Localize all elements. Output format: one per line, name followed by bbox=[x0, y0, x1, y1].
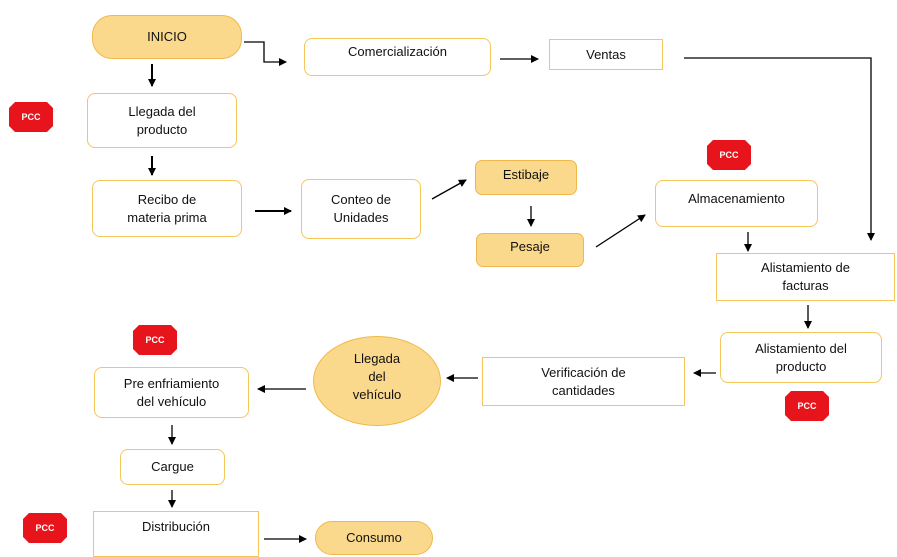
node-conteo-label: Conteo de Unidades bbox=[331, 192, 391, 225]
node-llegada-vehiculo-label: Llegada del vehículo bbox=[352, 351, 402, 402]
node-llegada-producto-label: Llegada del producto bbox=[128, 103, 196, 137]
pcc-badge-shape bbox=[9, 102, 53, 132]
node-consumo-label: Consumo bbox=[346, 530, 402, 545]
node-estibaje-label: Estibaje bbox=[502, 166, 550, 182]
pcc-badge-almacenamiento: PCC bbox=[707, 140, 751, 170]
node-inicio-label: INICIO bbox=[147, 29, 187, 44]
node-alistamiento-facturas-label: Alistamiento de facturas bbox=[761, 260, 850, 293]
node-verificacion-label: Verificación de cantidades bbox=[541, 364, 626, 398]
node-inicio: INICIO bbox=[92, 15, 242, 59]
pcc-badge-pre-enfriamiento: PCC bbox=[133, 325, 177, 355]
pcc-badge-llegada: PCC bbox=[9, 102, 53, 132]
node-consumo: Consumo bbox=[315, 521, 433, 555]
pcc-badge-distribucion: PCC bbox=[23, 513, 67, 543]
node-almacenamiento-label: Almacenamiento bbox=[688, 190, 785, 206]
node-ventas-label: Ventas bbox=[586, 46, 626, 62]
pcc-badge-label: PCC bbox=[35, 523, 55, 533]
node-comercializacion-label: Comercialización bbox=[348, 44, 447, 59]
node-comercializacion: Comercialización bbox=[304, 38, 491, 76]
pcc-badge-label: PCC bbox=[145, 335, 165, 345]
arrow-ventas-facturas bbox=[684, 57, 875, 241]
pcc-badge-label: PCC bbox=[21, 112, 41, 122]
node-alistamiento-producto: Alistamiento del producto bbox=[720, 332, 882, 383]
node-verificacion-cantidades: Verificación de cantidades bbox=[482, 357, 685, 406]
node-alistamiento-producto-label: Alistamiento del producto bbox=[755, 340, 847, 374]
node-recibo-label: Recibo de materia prima bbox=[127, 191, 207, 225]
node-recibo-materia-prima: Recibo de materia prima bbox=[92, 180, 242, 237]
node-pesaje-label: Pesaje bbox=[510, 239, 550, 254]
arrow-inicio-comercializacion bbox=[244, 41, 287, 66]
node-alistamiento-facturas: Alistamiento de facturas bbox=[716, 253, 895, 301]
node-distribucion: Distribución bbox=[93, 511, 259, 557]
pcc-badge-label: PCC bbox=[797, 401, 817, 411]
arrow-pesaje-almacenamiento bbox=[595, 214, 646, 248]
node-cargue-label: Cargue bbox=[151, 459, 194, 474]
node-cargue: Cargue bbox=[120, 449, 225, 485]
arrow-conteo-estibaje bbox=[431, 179, 467, 200]
node-pre-enfriamiento-label: Pre enfriamiento del vehículo bbox=[123, 375, 220, 409]
node-estibaje: Estibaje bbox=[475, 160, 577, 195]
pcc-badge-shape bbox=[133, 325, 177, 355]
pcc-badge-shape bbox=[23, 513, 67, 543]
pcc-badge-alistamiento: PCC bbox=[785, 391, 829, 421]
node-conteo-unidades: Conteo de Unidades bbox=[301, 179, 421, 239]
pcc-badge-label: PCC bbox=[719, 150, 739, 160]
node-pre-enfriamiento: Pre enfriamiento del vehículo bbox=[94, 367, 249, 418]
node-ventas: Ventas bbox=[549, 39, 663, 70]
pcc-badge-shape bbox=[785, 391, 829, 421]
node-llegada-producto: Llegada del producto bbox=[87, 93, 237, 148]
node-pesaje: Pesaje bbox=[476, 233, 584, 267]
pcc-badge-shape bbox=[707, 140, 751, 170]
node-distribucion-label: Distribución bbox=[142, 519, 210, 534]
node-almacenamiento: Almacenamiento bbox=[655, 180, 818, 227]
node-llegada-vehiculo: Llegada del vehículo bbox=[313, 336, 441, 426]
